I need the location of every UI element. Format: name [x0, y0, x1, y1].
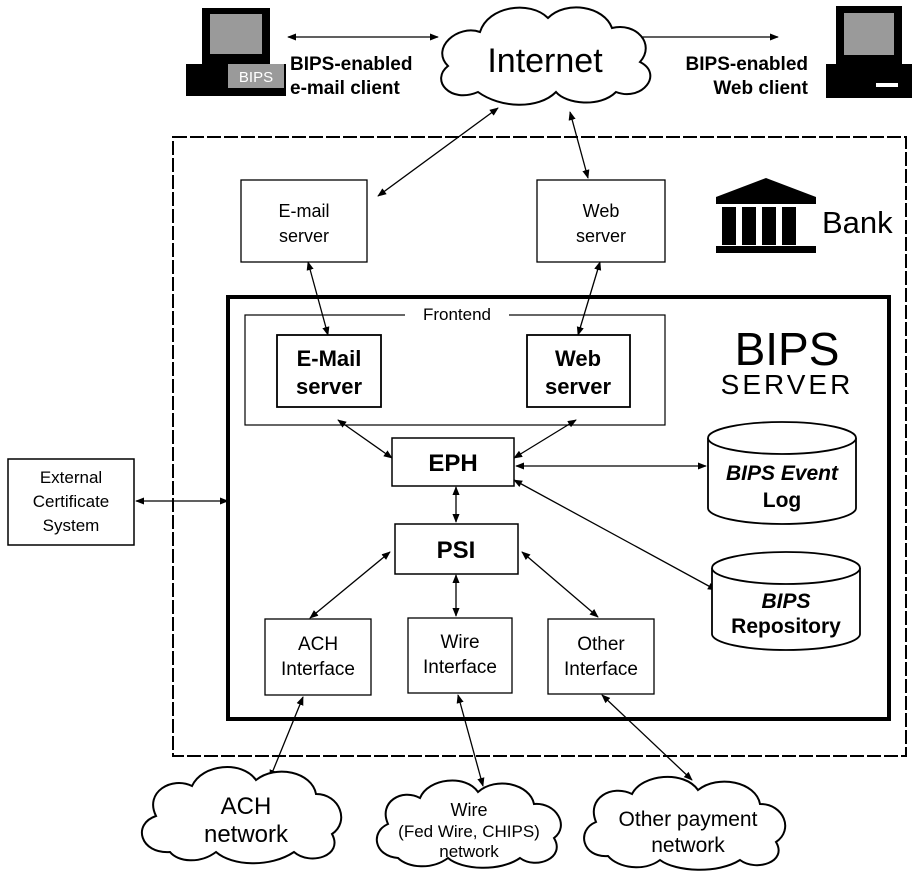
connector-eph-repository — [513, 479, 717, 591]
ach-interface-line1: ACH — [298, 634, 338, 655]
bank-web-server-box: Web server — [536, 179, 666, 263]
bips-server-title: BIPS SERVER — [721, 323, 854, 400]
bips-server-boundary — [226, 295, 891, 721]
other-interface-box: Other Interface — [547, 618, 655, 695]
bank-boundary — [172, 136, 907, 757]
email-client: BIPS BIPS-enabled e-mail client — [186, 8, 412, 99]
email-client-badge: BIPS — [239, 69, 273, 86]
psi-box: PSI — [394, 523, 519, 575]
ach-interface-box: ACH Interface — [264, 618, 372, 696]
eph-box: EPH — [391, 437, 515, 487]
email-client-computer-icon: BIPS — [186, 8, 286, 96]
web-client-line2: Web client — [713, 78, 808, 99]
wire-network-line3: network — [439, 842, 499, 861]
bank-web-server-line2: server — [576, 226, 626, 246]
connector-psi-other — [521, 551, 599, 618]
internet-label: Internet — [487, 42, 603, 80]
frontend-label: Frontend — [423, 305, 491, 324]
bips-server-line2: SERVER — [721, 369, 854, 400]
bank-building-icon — [716, 178, 816, 253]
connector-internet-web-server — [568, 111, 590, 179]
connectors — [135, 33, 779, 787]
frontend-email-server-box: E-Mail server — [276, 334, 382, 408]
other-interface-line1: Other — [577, 634, 625, 655]
wire-interface-box: Wire Interface — [407, 617, 513, 694]
web-client: BIPS-enabled Web client — [686, 6, 912, 99]
wire-network-line1: Wire — [451, 800, 488, 820]
ach-network-cloud: ACH network — [140, 766, 343, 865]
frontend-group: Frontend — [244, 305, 666, 426]
web-client-computer-icon — [826, 6, 912, 98]
fe-web-server-line2: server — [545, 374, 612, 399]
bank-email-server-line1: E-mail — [278, 201, 329, 221]
bips-event-log-database: BIPS Event Log — [707, 421, 857, 525]
bank-label-group: Bank — [716, 178, 893, 253]
ach-interface-line2: Interface — [281, 659, 355, 680]
bips-repository-database: BIPS Repository — [711, 551, 861, 651]
wire-network-cloud: Wire (Fed Wire, CHIPS) network — [375, 779, 562, 869]
repository-line1: BIPS — [761, 590, 810, 613]
bank-label: Bank — [822, 205, 893, 240]
connector-frontend-eph-right — [513, 419, 577, 459]
connector-internet-email-server — [377, 107, 499, 197]
wire-network-line2: (Fed Wire, CHIPS) — [398, 822, 540, 841]
external-certificate-system-box: External Certificate System — [7, 458, 135, 546]
bank-web-server-line1: Web — [583, 201, 620, 221]
email-client-line1: BIPS-enabled — [290, 54, 412, 75]
ext-cert-line3: System — [43, 516, 100, 535]
wire-interface-line1: Wire — [440, 632, 479, 653]
ach-network-line1: ACH — [221, 793, 272, 820]
fe-web-server-line1: Web — [555, 346, 601, 371]
connector-psi-ach — [309, 551, 391, 619]
web-client-line1: BIPS-enabled — [686, 54, 808, 75]
other-network-line2: network — [651, 834, 725, 857]
connector-frontend-eph-left — [337, 419, 393, 459]
bank-email-server-box: E-mail server — [240, 179, 368, 263]
email-client-line2: e-mail client — [290, 78, 400, 99]
repository-line2: Repository — [731, 615, 841, 638]
fe-email-server-line1: E-Mail — [297, 346, 362, 371]
fe-email-server-line2: server — [296, 374, 363, 399]
connector-wire-network — [456, 694, 485, 787]
internet-cloud: Internet — [440, 6, 652, 106]
wire-interface-line2: Interface — [423, 657, 497, 678]
connector-ach-network — [269, 696, 304, 779]
ach-network-line2: network — [204, 821, 289, 848]
bips-server-line1: BIPS — [735, 323, 840, 375]
ext-cert-line2: Certificate — [33, 492, 110, 511]
event-log-line2: Log — [763, 489, 801, 512]
bank-email-server-line2: server — [279, 226, 329, 246]
eph-label: EPH — [428, 450, 477, 477]
connector-other-network — [601, 694, 693, 781]
other-interface-line2: Interface — [564, 659, 638, 680]
psi-label: PSI — [437, 537, 476, 564]
other-payment-network-cloud: Other payment network — [583, 776, 787, 871]
frontend-web-server-box: Web server — [526, 334, 631, 408]
event-log-line1: BIPS Event — [726, 462, 839, 485]
ext-cert-line1: External — [40, 468, 102, 487]
other-network-line1: Other payment — [619, 808, 758, 831]
